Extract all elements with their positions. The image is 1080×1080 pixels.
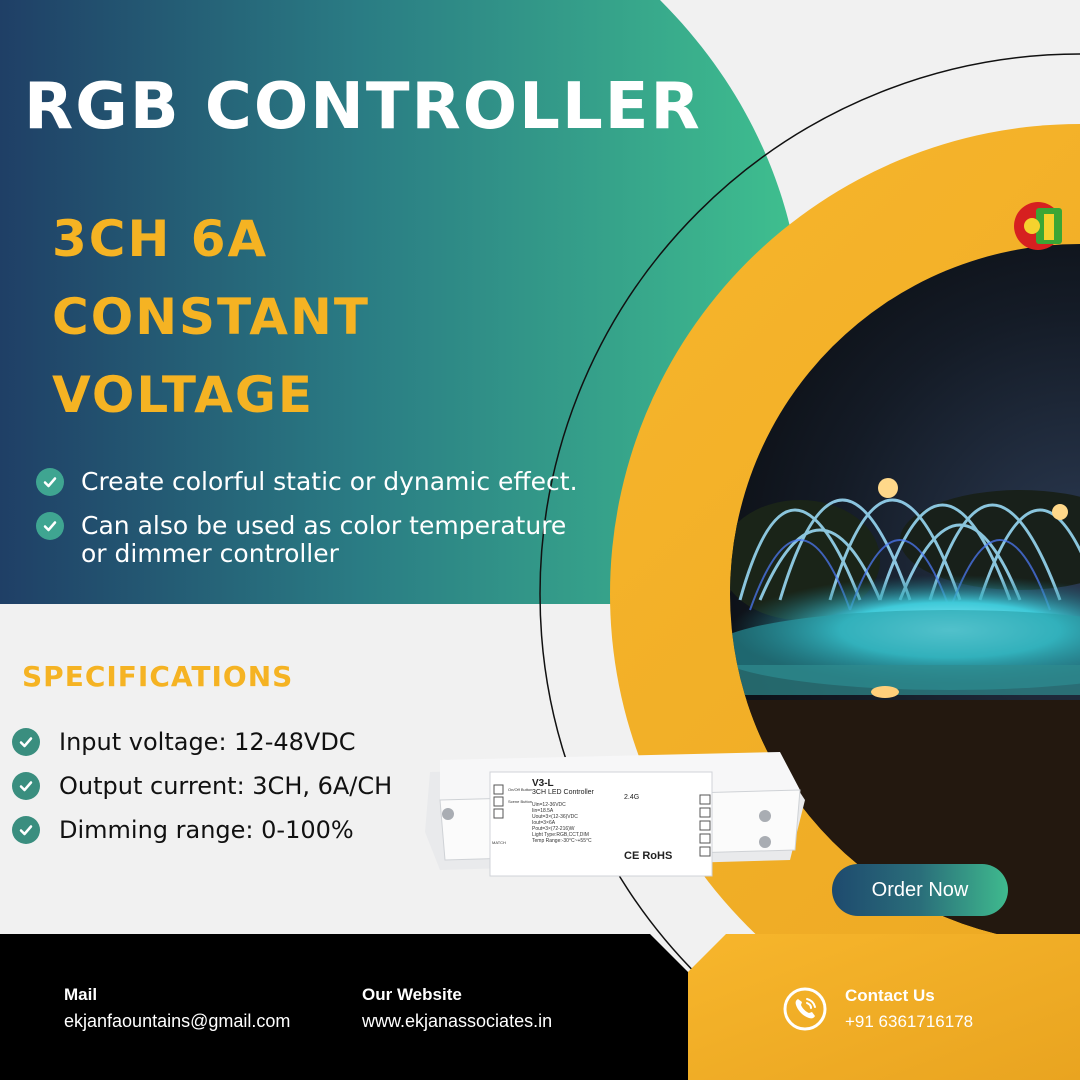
subtitle-line: 3CH 6A — [52, 210, 269, 268]
order-now-button[interactable]: Order Now — [832, 864, 1008, 916]
footer-mail: Mail ekjanfaountains@gmail.com — [64, 985, 290, 1032]
spec-item: Input voltage: 12-48VDC — [12, 728, 356, 756]
product-button-scene: Scene Button — [508, 799, 533, 804]
check-icon — [12, 772, 40, 800]
product-spec-line: Iin=18.5A — [532, 808, 554, 814]
product-freq: 2.4G — [624, 794, 640, 801]
footer-contact: Contact Us +91 6361716178 — [845, 986, 973, 1032]
subtitle-line: CONSTANT — [52, 288, 370, 346]
feature-text: Create colorful static or dynamic effect… — [81, 467, 578, 496]
product-marks: CE RoHS — [624, 850, 673, 862]
contact-phone[interactable]: +91 6361716178 — [845, 1012, 974, 1031]
feature-item: Create colorful static or dynamic effect… — [36, 468, 578, 496]
spec-text: Dimming range: 0-100% — [59, 816, 354, 844]
product-spec-line: Light Type:RGB,CCT,DIM — [532, 832, 589, 838]
product-match: MATCH — [492, 840, 506, 845]
website-link[interactable]: www.ekjanassociates.in — [362, 1011, 553, 1031]
product-image — [425, 752, 805, 877]
feature-text: Can also be used as color temperature — [81, 511, 567, 540]
contact-label: Contact Us — [845, 986, 935, 1005]
specs-title: SPECIFICATIONS — [22, 660, 294, 693]
footer-website: Our Website www.ekjanassociates.in — [362, 985, 552, 1032]
product-spec-line: Uout=3×(12-36)VDC — [532, 814, 578, 820]
product-model: V3-L — [532, 778, 554, 789]
subtitle-line: VOLTAGE — [52, 366, 315, 424]
page-subtitle: 3CH 6A CONSTANT VOLTAGE — [52, 200, 370, 434]
product-spec-line: Temp Range:-30°C~+55°C — [532, 838, 592, 844]
product-spec-line: Pout=3×(72-216)W — [532, 826, 575, 832]
check-icon — [12, 816, 40, 844]
page-title: RGB CONTROLLER — [24, 70, 702, 144]
spec-text: Output current: 3CH, 6A/CH — [59, 772, 393, 800]
mail-label: Mail — [64, 985, 98, 1004]
check-icon — [36, 468, 64, 496]
product-spec-line: Iout=3×6A — [532, 820, 556, 826]
spec-item: Dimming range: 0-100% — [12, 816, 354, 844]
spec-item: Output current: 3CH, 6A/CH — [12, 772, 392, 800]
check-icon — [12, 728, 40, 756]
product-name: 3CH LED Controller — [532, 789, 594, 796]
brand-logo — [1014, 202, 1062, 250]
product-buttons: On/Off Button Scene Button — [508, 784, 532, 808]
website-label: Our Website — [362, 985, 462, 1004]
spec-text: Input voltage: 12-48VDC — [59, 728, 356, 756]
feature-item: Can also be used as color temperature or… — [36, 512, 566, 568]
feature-text: or dimmer controller — [81, 539, 339, 568]
check-icon — [36, 512, 64, 540]
mail-link[interactable]: ekjanfaountains@gmail.com — [64, 1011, 291, 1031]
product-spec-line: Uin=12-36VDC — [532, 802, 566, 808]
product-button-onoff: On/Off Button — [508, 787, 533, 792]
phone-icon — [782, 986, 828, 1032]
